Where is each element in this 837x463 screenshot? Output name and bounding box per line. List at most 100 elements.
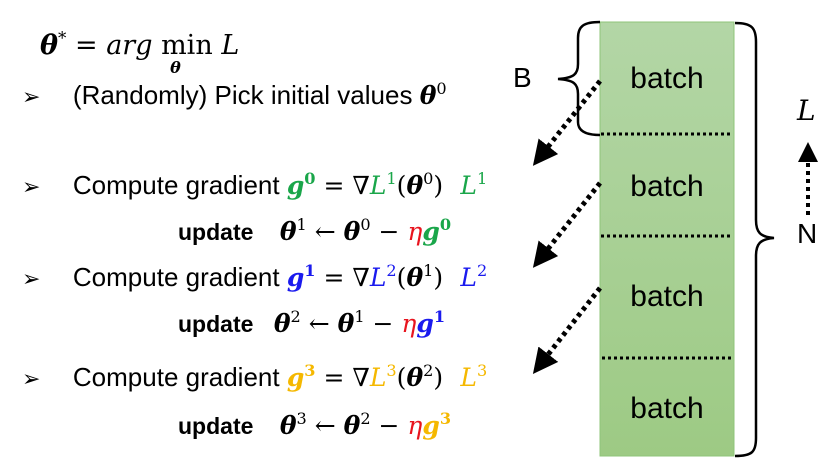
batch-size-brace — [557, 20, 601, 137]
gradient-superscript: 3 — [304, 361, 316, 381]
paren-open: ( — [396, 171, 407, 200]
batch-loss-superscript: 3 — [386, 361, 397, 381]
theta-new: θ — [273, 309, 291, 338]
theta-new: θ — [279, 411, 297, 440]
batch-loss-superscript: 2 — [386, 261, 397, 281]
step-text: Compute gradient — [72, 170, 287, 200]
theta-prev-superscript: 2 — [360, 409, 371, 429]
gradient-g: g — [286, 263, 305, 292]
bullet-arrow-icon: ➢ — [22, 84, 41, 109]
assign-arrow: ← — [306, 411, 344, 440]
theta-prev-superscript: 1 — [354, 307, 365, 327]
loss-tag: L — [460, 171, 477, 200]
batch-loss: L — [369, 363, 387, 392]
theta: θ — [406, 263, 424, 292]
step-update-1: update θ1 ← θ0 − ηg0 — [178, 216, 451, 247]
step-text: Compute gradient — [72, 362, 287, 392]
batch-to-loss-arrow-3 — [532, 286, 602, 374]
gradient-superscript: 1 — [433, 307, 446, 327]
step-compute-gradient-3: ➢ Compute gradient g3 = ∇L3(θ2) L3 — [22, 362, 487, 394]
step-compute-gradient-2: ➢ Compute gradient g1 = ∇L2(θ1) L2 — [22, 262, 487, 294]
update-label: update — [178, 413, 254, 439]
theta-new: θ — [279, 217, 297, 246]
theta: θ — [406, 171, 424, 200]
bullet-arrow-icon: ➢ — [22, 266, 41, 291]
equals-nabla: = ∇ — [315, 363, 370, 392]
theta-star: θ — [40, 30, 59, 61]
paren-close: ) — [433, 263, 444, 292]
min-subscript: θ — [170, 58, 181, 77]
min-operator: min θ — [161, 30, 213, 78]
gradient-g: g — [286, 363, 305, 392]
assign-arrow: ← — [306, 217, 344, 246]
assign-arrow: ← — [300, 309, 338, 338]
learning-rate-eta: η — [401, 309, 417, 338]
theta-superscript: 0 — [423, 169, 434, 189]
theta-new-superscript: 2 — [290, 307, 301, 327]
step-update-3: update θ3 ← θ2 − ηg3 — [178, 410, 451, 441]
bullet-arrow-icon: ➢ — [22, 174, 41, 199]
gradient-g: g — [286, 171, 305, 200]
minus-sign: − — [370, 411, 408, 440]
loss-L: L — [221, 30, 240, 61]
theta-superscript: 0 — [436, 79, 447, 99]
step-initialize: ➢ (Randomly) Pick initial values θ0 — [22, 80, 447, 112]
theta-superscript: 2 — [423, 361, 434, 381]
theta-new-superscript: 1 — [296, 215, 307, 235]
arg-text: arg — [106, 30, 153, 61]
bullet-arrow-icon: ➢ — [22, 366, 41, 391]
gradient-superscript: 0 — [304, 169, 316, 189]
gradient-g: g — [422, 411, 440, 440]
update-label: update — [178, 219, 254, 245]
batch-loss: L — [369, 171, 387, 200]
star-superscript: * — [58, 27, 67, 48]
step-text: (Randomly) Pick initial values — [72, 80, 420, 110]
batch-label-1: batch — [630, 62, 704, 95]
gradient-superscript: 1 — [304, 261, 316, 281]
batch-loss-superscript: 1 — [386, 169, 397, 189]
step-compute-gradient-1: ➢ Compute gradient g0 = ∇L1(θ0) L1 — [22, 170, 487, 202]
theta-prev: θ — [337, 309, 355, 338]
update-label: update — [178, 311, 254, 337]
equals-nabla: = ∇ — [315, 263, 370, 292]
loss-tag-superscript: 3 — [476, 361, 488, 381]
loss-tag-superscript: 1 — [476, 169, 488, 189]
theta: θ — [406, 363, 424, 392]
theta-new-superscript: 3 — [296, 409, 307, 429]
batch-size-label: B — [513, 62, 532, 93]
loss-tag-superscript: 2 — [476, 261, 488, 281]
learning-rate-eta: η — [407, 411, 423, 440]
minus-sign: − — [364, 309, 402, 338]
batch-label-4: batch — [630, 392, 704, 425]
loss-tag: L — [460, 363, 477, 392]
min-text: min — [161, 30, 213, 61]
loss-tag: L — [460, 263, 477, 292]
paren-open: ( — [396, 263, 407, 292]
theta-superscript: 1 — [423, 261, 434, 281]
objective-equation: θ* = arg min θ L — [40, 27, 240, 78]
batch-loss: L — [369, 263, 387, 292]
paren-close: ) — [433, 363, 444, 392]
total-loss-label: L — [797, 94, 816, 127]
batch-to-loss-arrow-1 — [532, 79, 602, 166]
step-text: Compute gradient — [72, 262, 287, 292]
batch-to-loss-arrow-2 — [532, 181, 602, 268]
theta-prev: θ — [343, 411, 361, 440]
minus-sign: − — [370, 217, 408, 246]
equals-sign: = — [66, 30, 107, 61]
equals-nabla: = ∇ — [315, 171, 370, 200]
paren-open: ( — [396, 363, 407, 392]
step-update-2: update θ2 ← θ1 − ηg1 — [178, 308, 445, 339]
gradient-g: g — [422, 217, 440, 246]
theta-prev-superscript: 0 — [360, 215, 371, 235]
dataset-brace — [734, 21, 775, 458]
gradient-superscript: 3 — [439, 409, 452, 429]
batch-label-2: batch — [630, 170, 704, 203]
dataset-size-label: N — [797, 218, 818, 249]
theta-prev: θ — [343, 217, 361, 246]
paren-close: ) — [433, 171, 444, 200]
batch-label-3: batch — [630, 280, 704, 313]
gradient-g: g — [416, 309, 434, 338]
theta: θ — [419, 81, 437, 110]
gradient-superscript: 0 — [439, 215, 452, 235]
